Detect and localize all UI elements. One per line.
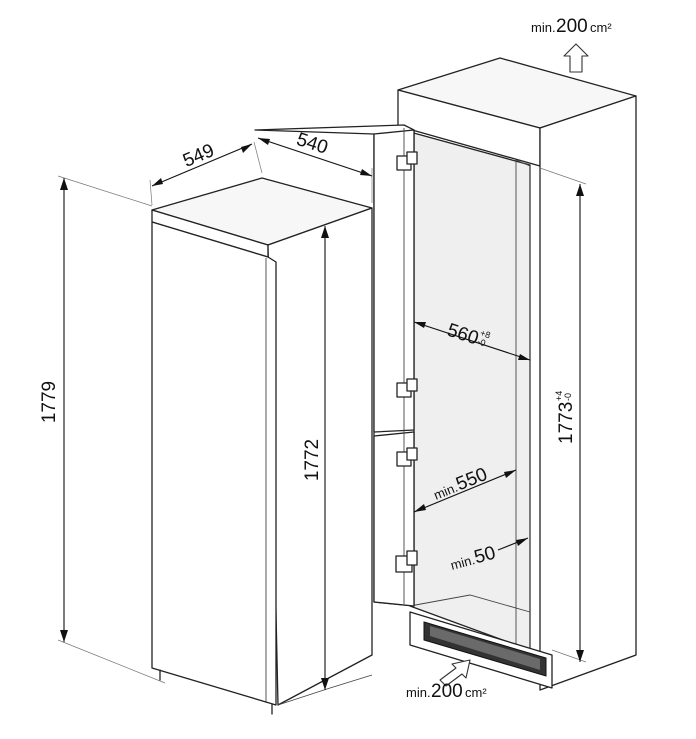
cabinet-interior-back bbox=[409, 131, 531, 651]
dim-niche-width-arrow-b bbox=[518, 354, 530, 360]
cabinet-side-panel bbox=[539, 95, 637, 691]
vent-bottom-arrow-icon bbox=[439, 659, 471, 687]
ventilation-bottom: min. 200 cm² bbox=[406, 659, 487, 702]
dim-niche-width-tol-lower: -0 bbox=[476, 336, 487, 348]
dim-niche-arrow-top bbox=[576, 184, 584, 196]
dim-min-gap-arrow bbox=[516, 538, 528, 546]
dim-min-depth-arrow-b bbox=[504, 470, 516, 478]
dim-depth-arrow-a bbox=[152, 178, 163, 186]
vent-top-prefix: min. bbox=[531, 20, 556, 35]
dim-body-label: 1772 bbox=[302, 439, 323, 481]
dim-depth-label: 549 bbox=[180, 140, 217, 172]
cabinet-floor-line bbox=[409, 594, 531, 613]
appliance-base-line bbox=[277, 674, 373, 706]
dim-niche-label: 1773 bbox=[556, 402, 577, 444]
dim-total-ext-top bbox=[57, 175, 153, 207]
dim-total-arrow-top bbox=[60, 178, 68, 190]
dim-niche-width-arrow-a bbox=[414, 322, 426, 328]
dim-niche-width-tol-upper: +8 bbox=[479, 328, 492, 341]
dim-total-ext-bottom bbox=[57, 639, 166, 684]
dim-niche-tol-lower: -0 bbox=[563, 393, 573, 401]
dim-niche-height-1773: 1773 +4 -0 bbox=[539, 167, 587, 663]
vent-bottom-unit: cm² bbox=[465, 685, 487, 700]
vent-grille-inner bbox=[430, 626, 540, 670]
dim-body-arrow-top bbox=[321, 226, 329, 238]
appliance-door bbox=[151, 221, 277, 706]
dim-width-arrow-b bbox=[360, 169, 372, 176]
dim-total-arrow-bottom bbox=[60, 630, 68, 642]
dim-width-label: 540 bbox=[294, 129, 331, 159]
vent-bottom-prefix: min. bbox=[406, 685, 431, 700]
dim-width-line bbox=[257, 137, 373, 177]
vent-top-arrow-icon bbox=[563, 43, 589, 73]
cabinet bbox=[254, 57, 637, 691]
dim-body-height-1772: 1772 bbox=[302, 226, 329, 690]
dim-min-gap-50: min. 50 bbox=[449, 537, 529, 573]
hinge-icon-2b bbox=[406, 378, 418, 392]
vent-bottom-value: 200 bbox=[431, 681, 463, 702]
hinge-icon-1b bbox=[406, 151, 418, 165]
dim-total-label: 1779 bbox=[39, 381, 60, 423]
dim-total-height-1779: 1779 bbox=[39, 175, 166, 684]
dim-depth-ext-2 bbox=[253, 141, 263, 174]
vent-top-value: 200 bbox=[556, 16, 588, 37]
dim-min-gap-prefix: min. bbox=[449, 552, 477, 573]
dim-width-arrow-a bbox=[258, 138, 270, 145]
dim-niche-ext-top bbox=[539, 167, 587, 185]
dim-body-arrow-bottom bbox=[321, 678, 329, 690]
appliance bbox=[151, 177, 373, 715]
hinge-icon-4b bbox=[406, 550, 418, 566]
vent-top-unit: cm² bbox=[590, 20, 612, 35]
hinges bbox=[395, 151, 418, 573]
dim-depth-line bbox=[151, 143, 253, 187]
dim-niche-width-line bbox=[413, 321, 531, 361]
dim-depth-ext-1 bbox=[149, 179, 153, 206]
dim-min-depth-550: min. 550 bbox=[413, 464, 517, 513]
dim-min-depth-arrow-a bbox=[414, 504, 426, 512]
dim-niche-tol-upper: +4 bbox=[554, 391, 564, 401]
hinge-icon-3b bbox=[406, 447, 418, 461]
dim-depth-arrow-b bbox=[241, 144, 252, 153]
ventilation-top: min. 200 cm² bbox=[531, 16, 612, 73]
dim-min-depth-line bbox=[413, 469, 517, 513]
dim-niche-arrow-bottom bbox=[576, 650, 584, 662]
